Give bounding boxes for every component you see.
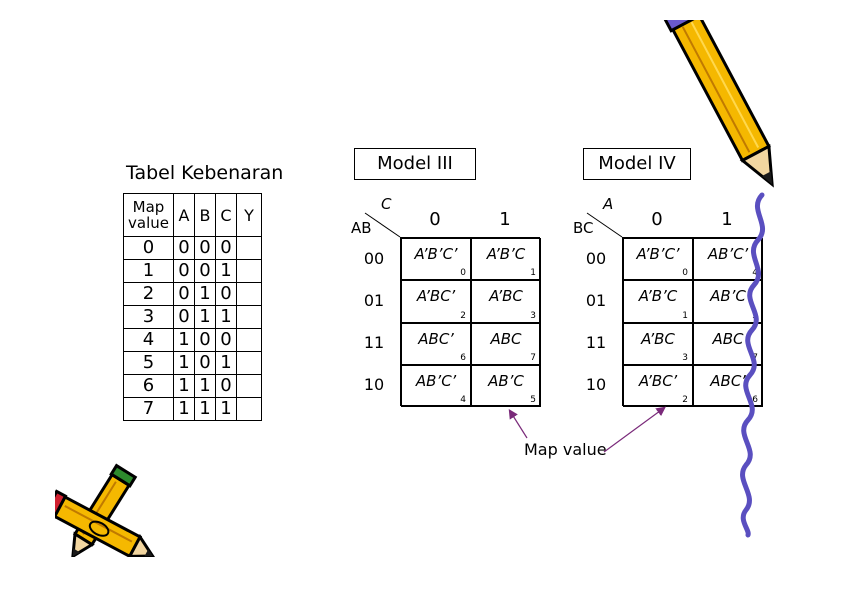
minterm-index: 1 [530,268,536,279]
minterm-label: ABC’ [710,371,746,390]
minterm-index: 4 [460,395,466,405]
minterm-label: A’B’C’ [636,245,680,263]
kmap-cell: A’BC’ 2 [401,280,471,323]
minterm-index: 3 [682,352,688,363]
minterm-label: A’BC’ [638,371,678,390]
kmap-column-label: 0 [429,209,441,230]
cell-y [236,328,262,352]
kmap-cell: AB’C 5 [471,364,541,407]
kmap-row-label: 11 [363,333,385,352]
kmap-grid: A’B’C’0 A’B’C 1 A’BC’ 2 A’BC 3 ABC’ 6 ABC 7 A… [400,237,541,407]
kmap-cell: ABC’ 6 [401,322,471,365]
pencil-icon [662,20,774,188]
minterm-index: 7 [530,352,536,363]
minterm-label: A’B’C [486,245,526,263]
kmap-row-label: 01 [363,291,385,310]
kmap-cell: A’B’C’0 [623,238,693,281]
cell-y [236,259,262,283]
minterm-index: 5 [530,395,536,405]
kmap-cell: A’BC’ 2 [623,364,693,407]
kmap-column-label: 1 [499,209,511,230]
kmap-cell: A’B’C’0 [401,238,471,281]
kmap-cell: A’B’C 1 [471,238,541,281]
minterm-index: 1 [682,310,688,321]
minterm-index: 0 [460,268,466,279]
kmap-row-label: 10 [585,375,607,394]
truth-table-header-row: Map value A B C Y [123,193,262,237]
cell-y [236,397,262,421]
pencil-icon [55,489,156,557]
minterm-index: 3 [530,310,536,321]
kmap-column-variable: A [603,195,614,213]
kmap-row-variable: BC [573,219,594,237]
crossed-pencils-illustration [55,463,156,557]
minterm-label: A’BC’ [416,287,456,306]
kmap-column-label: 1 [721,209,733,230]
kmap-row-label: 11 [585,333,607,352]
kmap-row-variable: AB [351,219,372,237]
kmap-row-label: 00 [585,249,607,268]
kmap-cell: AB’C’4 [693,238,763,281]
squiggle-line [740,192,766,538]
minterm-label: A’B’C [638,287,678,306]
kmap-cell: A’B’C 1 [623,280,693,323]
minterm-label: AB’C [488,371,524,390]
kmap-row-label: 01 [585,291,607,310]
kmap-row-label: 00 [363,249,385,268]
cell-map-value: 2 [123,282,174,306]
kmap-cell: AB’C’4 [401,364,471,407]
minterm-label: A’B’C’ [414,245,458,263]
minterm-index: 2 [460,310,466,321]
minterm-label: A’BC [641,329,675,348]
pencil-squiggle-illustration [662,20,774,538]
minterm-index: 2 [682,395,688,405]
minterm-label: AB’C’ [415,371,457,390]
header-map-value: Map value [123,193,174,237]
cell-map-value: 1 [123,259,174,283]
kmap-model-iv: A BC 0 1 00 01 11 10 A’B’C’0 AB’C’4 A’B’… [573,193,783,423]
minterm-label: A’BC [489,287,523,306]
kmap-cell: ABC’ 6 [693,364,763,407]
cell-map-value: 7 [123,397,174,421]
minterm-index: 6 [460,352,466,363]
kmap-column-label: 0 [651,209,663,230]
map-value-annotation: Map value [524,440,607,459]
kmap-cell: A’BC 3 [623,322,693,365]
minterm-label: AB’C [710,287,746,306]
minterm-label: AB’C’ [707,245,749,263]
minterm-label: ABC [712,329,744,348]
minterm-index: 6 [752,395,758,405]
model-iv-title: Model IV [583,148,691,180]
minterm-label: ABC [490,329,522,348]
model-iii-title: Model III [354,148,476,180]
kmap-cell: A’BC 3 [471,280,541,323]
kmap-diagonal-line [364,212,401,238]
minterm-index: 0 [682,268,688,279]
kmap-cell: ABC 7 [471,322,541,365]
minterm-index: 4 [752,268,758,279]
kmap-column-variable: C [381,195,392,213]
arrow-to-model-iv [603,406,666,453]
kmap-diagonal-line [586,212,623,238]
cell-y [236,282,262,306]
arrow-to-model-iii [508,408,528,439]
minterm-label: ABC’ [418,329,454,348]
cell-y [236,374,262,398]
kmap-row-label: 10 [363,375,385,394]
truth-table-title: Tabel Kebenaran [126,162,284,184]
cell-y [236,305,262,329]
